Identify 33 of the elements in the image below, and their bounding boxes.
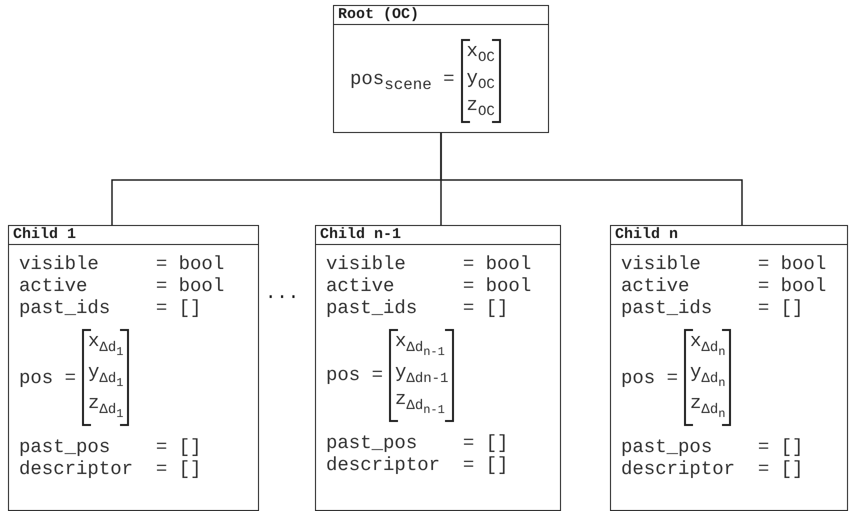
- field-line: active = bool: [325, 275, 532, 297]
- matrix-entry: z$_{OC}$: [466, 94, 495, 122]
- node-title: Child n: [611, 226, 847, 245]
- field-line: descriptor = []: [18, 458, 202, 480]
- field-line: active = bool: [18, 275, 226, 297]
- field-line: past_pos = []: [325, 432, 510, 454]
- node-title: Child 1: [9, 226, 258, 245]
- matrix-entry: x$_{OC}$: [466, 41, 495, 68]
- child-node-box: [315, 225, 561, 511]
- node-title: Child n-1: [316, 226, 560, 245]
- connector-line: [440, 133, 743, 225]
- field-line: past_ids = []: [620, 297, 804, 319]
- formula-label: pos$_{scene}$ =: [350, 68, 455, 94]
- formula-label: pos =: [326, 364, 384, 386]
- field-line: past_pos = []: [18, 436, 202, 458]
- field-line: active = bool: [620, 275, 828, 297]
- field-line: past_ids = []: [325, 297, 510, 319]
- matrix-entry: y$_{Δdn-1}$: [395, 362, 448, 389]
- formula-label: pos =: [621, 366, 678, 388]
- child-node-box: [8, 225, 259, 511]
- field-line: past_ids = []: [18, 297, 202, 319]
- ellipsis-label: ...: [265, 282, 300, 304]
- field-line: past_pos = []: [620, 436, 804, 458]
- root-node-box: [333, 5, 549, 133]
- field-line: descriptor = []: [620, 458, 804, 480]
- field-line: descriptor = []: [325, 454, 510, 476]
- formula-label: pos =: [19, 366, 76, 388]
- node-title: Root (OC): [334, 6, 548, 25]
- field-line: visible = bool: [18, 253, 226, 275]
- child-node-box: [610, 225, 848, 511]
- field-line: visible = bool: [325, 253, 532, 275]
- field-line: visible = bool: [620, 253, 828, 275]
- matrix-entry: y$_{OC}$: [466, 68, 495, 95]
